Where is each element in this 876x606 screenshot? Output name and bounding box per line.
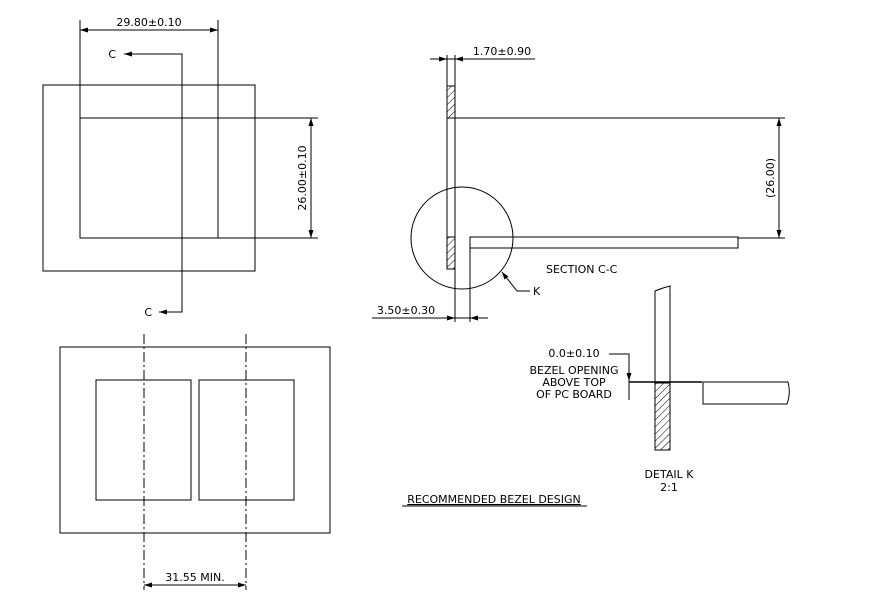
dim-section-height: (26.00) [764, 158, 777, 198]
dim-detail-offset: 0.0±0.10 [548, 347, 599, 360]
bezel-hatch-top [446, 85, 456, 119]
arrow-icon [626, 373, 632, 381]
arrow-icon [502, 272, 509, 280]
detail-leader [501, 271, 530, 292]
arrow-icon [447, 315, 455, 321]
dim-bezel-thickness: 1.70±0.90 [473, 45, 531, 58]
arrow-icon [238, 582, 246, 588]
detail-view: 0.0±0.10 BEZEL OPENING ABOVE TOP OF PC B… [529, 285, 790, 494]
detail-bezel [654, 285, 671, 451]
bezel-design-view: 31.55 MIN. RECOMMENDED BEZEL DESIGN [59, 334, 587, 590]
recommended-title: RECOMMENDED BEZEL DESIGN [407, 493, 581, 506]
offset-leader [609, 353, 630, 400]
arrow-icon [776, 118, 782, 126]
bezel-outer-frame [59, 346, 331, 534]
arrow-icon [210, 27, 218, 33]
arrow-icon [470, 315, 478, 321]
arrow-icon [439, 56, 447, 62]
arrow-icon [776, 230, 782, 238]
detail-bezel-hatch [654, 382, 671, 451]
arrow-icon [159, 309, 167, 315]
dim-top-width: 29.80±0.10 [116, 16, 181, 29]
arrow-icon [124, 51, 132, 57]
detail-title: DETAIL K [645, 468, 695, 481]
arrow-icon [80, 27, 88, 33]
dim-front-height: 26.00±0.10 [296, 145, 309, 210]
bezel-note-line-1: BEZEL OPENING [529, 364, 618, 377]
arrow-icon [144, 582, 152, 588]
cut-label-bottom: C [144, 306, 152, 319]
detail-scale: 2:1 [660, 481, 678, 494]
bezel-hatch-bottom [446, 236, 456, 270]
front-display-window [79, 117, 219, 239]
detail-marker-label: K [533, 285, 541, 298]
section-cut-line [124, 53, 183, 313]
arrow-icon [308, 230, 314, 238]
dim-bezel-spacing: 31.55 MIN. [165, 571, 224, 584]
bezel-note-line-2: ABOVE TOP [542, 376, 606, 389]
front-view: 29.80±0.10 C C 26.00±0.10 [42, 16, 318, 319]
cut-label-top: C [108, 48, 116, 61]
section-view: 1.70±0.90 (26.00) K 3.50±0.30 SECTION C-… [372, 45, 785, 322]
dim-bezel-gap: 3.50±0.30 [377, 304, 435, 317]
section-title: SECTION C-C [546, 263, 618, 276]
front-outer-frame [42, 84, 256, 272]
detail-circle [410, 186, 514, 290]
pc-board [469, 236, 739, 249]
detail-pc-board [702, 381, 790, 405]
arrow-icon [308, 118, 314, 126]
arrow-icon [455, 56, 463, 62]
bezel-note-line-3: OF PC BOARD [536, 388, 612, 401]
